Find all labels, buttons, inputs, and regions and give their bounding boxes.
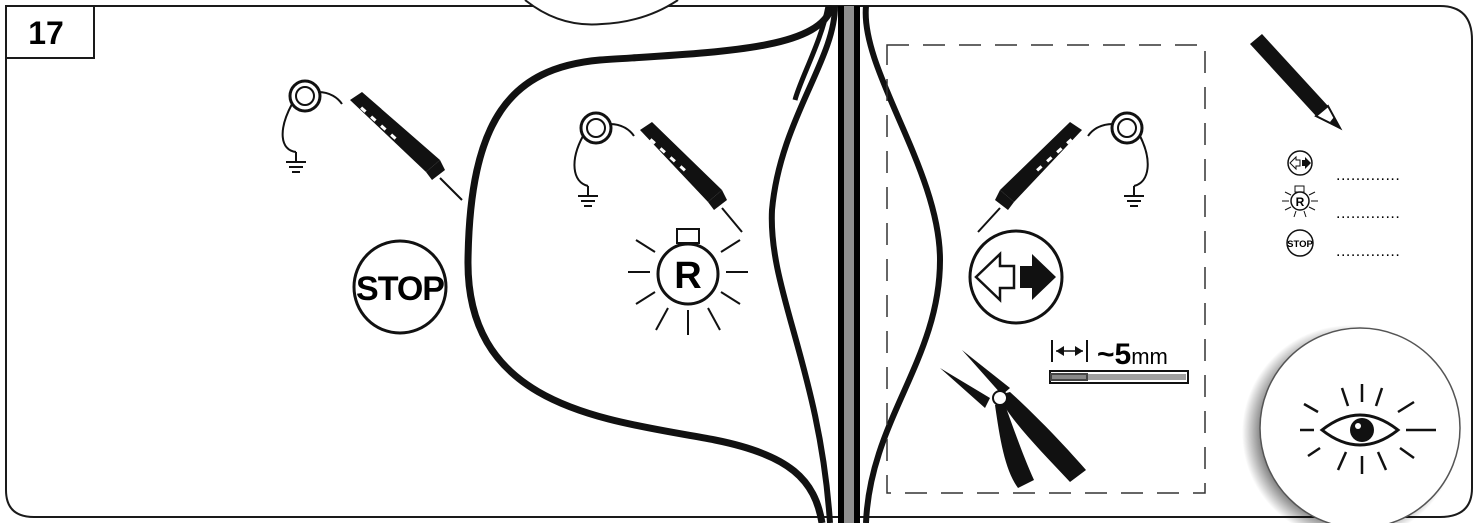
reverse-light-icon: R bbox=[628, 228, 748, 335]
legend-label-stop: STOP bbox=[1287, 239, 1313, 250]
pencil-icon bbox=[1250, 34, 1343, 131]
svg-text:~5mm: ~5mm bbox=[1097, 338, 1168, 371]
legend-value-stop: ............. bbox=[1336, 243, 1400, 260]
strip-length-unit: mm bbox=[1131, 344, 1168, 369]
step-number-box: 17 bbox=[5, 5, 95, 59]
strip-length-indicator: ~5mm bbox=[1049, 338, 1189, 384]
wire-right-inner bbox=[862, 5, 944, 523]
legend: ............. R ............. STOP .....… bbox=[1282, 150, 1400, 260]
ground-symbol-2 bbox=[578, 186, 598, 207]
legend-item-arrow: ............. bbox=[1287, 150, 1400, 184]
legend-value-arrow: ............. bbox=[1336, 167, 1400, 184]
ground-symbol-3 bbox=[1124, 186, 1144, 207]
legend-label-reverse: R bbox=[1296, 195, 1305, 209]
eye-inspection-circle bbox=[1242, 325, 1461, 523]
step-number: 17 bbox=[28, 15, 64, 51]
wire-left-outer bbox=[464, 4, 836, 523]
wire-left-inner bbox=[768, 5, 838, 523]
pliers-icon bbox=[940, 350, 1086, 488]
stop-label: STOP bbox=[356, 270, 444, 308]
voltage-tester-1 bbox=[281, 79, 463, 201]
stop-sign-icon: STOP bbox=[352, 239, 448, 335]
voltage-tester-3 bbox=[977, 111, 1149, 233]
reverse-label: R bbox=[674, 255, 701, 297]
voltage-tester-2 bbox=[573, 111, 743, 233]
dashed-work-area bbox=[886, 44, 1206, 494]
ground-symbol-1 bbox=[286, 152, 306, 173]
strip-length-value: ~5 bbox=[1097, 338, 1131, 371]
arrow-both-icon bbox=[968, 229, 1064, 325]
legend-value-reverse: ............. bbox=[1336, 205, 1400, 222]
legend-item-reverse: R ............. bbox=[1282, 185, 1400, 222]
eye-icon bbox=[1300, 384, 1436, 474]
center-cable bbox=[838, 6, 860, 523]
legend-item-stop: STOP ............. bbox=[1286, 229, 1400, 260]
